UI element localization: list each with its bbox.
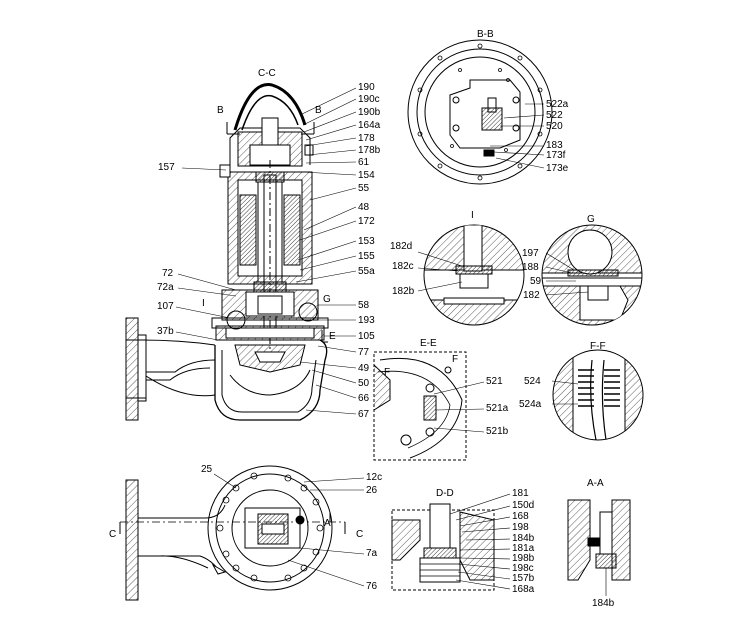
part-label: 150d	[512, 500, 535, 511]
part-label: 55	[358, 183, 370, 194]
part-label: 77	[358, 347, 370, 358]
top-view-drawing	[120, 466, 364, 600]
part-label: 25	[201, 464, 213, 475]
part-label: 164a	[358, 120, 381, 131]
cut-mark-g: G	[323, 294, 331, 305]
part-label: 37b	[157, 326, 174, 337]
part-label: 155	[358, 251, 375, 262]
part-label: 184b	[592, 598, 615, 609]
part-label: 59	[530, 276, 542, 287]
section-title-g: G	[587, 214, 595, 225]
cut-mark-b-right: B	[315, 105, 322, 116]
part-label: 157	[158, 162, 175, 173]
part-label: 58	[358, 300, 370, 311]
part-label: 168	[512, 511, 529, 522]
part-label: 190	[358, 82, 375, 93]
part-label: 168a	[512, 584, 535, 595]
part-label: 198b	[512, 553, 535, 564]
part-label: 178	[358, 133, 375, 144]
part-label: 172	[358, 216, 375, 227]
detail-g-drawing	[542, 225, 642, 326]
section-ff-drawing	[552, 350, 645, 440]
cut-mark-c-left: C	[109, 529, 117, 540]
detail-i-drawing	[418, 225, 524, 330]
cut-mark-i: I	[202, 298, 205, 309]
part-label: 181a	[512, 543, 535, 554]
part-label: 181	[512, 488, 529, 499]
part-label: 72	[162, 268, 174, 279]
part-label: 67	[358, 409, 370, 420]
part-label: 182c	[392, 261, 414, 272]
section-dd-drawing	[392, 494, 510, 590]
section-title-i: I	[471, 210, 474, 221]
part-label: 182b	[392, 286, 415, 297]
part-label: 520	[546, 121, 563, 132]
part-label: 50	[358, 378, 370, 389]
part-label: 178b	[358, 145, 381, 156]
part-label: 66	[358, 393, 370, 404]
part-label: 173f	[546, 150, 566, 161]
part-label: 157b	[512, 573, 535, 584]
leaders-cc-right	[296, 88, 356, 414]
cut-mark-f-right: F	[452, 354, 459, 365]
part-label: 76	[366, 581, 378, 592]
section-title-bb: B-B	[477, 29, 494, 40]
cut-mark-c-right: C	[356, 529, 364, 540]
part-label: 198c	[512, 563, 534, 574]
section-title-aa: A-A	[587, 478, 604, 489]
part-label: 184b	[512, 533, 535, 544]
part-label: 107	[157, 301, 174, 312]
part-label: 188	[522, 262, 539, 273]
part-label: 197	[522, 248, 539, 259]
part-label: 105	[358, 331, 375, 342]
section-title-dd: D-D	[436, 488, 454, 499]
part-label: 55a	[358, 266, 375, 277]
part-label: 524	[524, 376, 541, 387]
part-label: 26	[366, 485, 378, 496]
part-label: 522a	[546, 99, 569, 110]
part-label: 198	[512, 522, 529, 533]
part-label: 153	[358, 236, 375, 247]
part-label: 61	[358, 157, 370, 168]
part-label: 521	[486, 376, 503, 387]
section-bb-drawing	[408, 40, 552, 184]
part-label: 49	[358, 363, 370, 374]
section-aa-drawing	[568, 500, 630, 596]
part-label: 190c	[358, 94, 380, 105]
part-label: 183	[546, 140, 563, 151]
cut-mark-e: E	[329, 331, 336, 342]
cut-mark-b-left: B	[217, 105, 224, 116]
section-title-cc: C-C	[258, 68, 276, 79]
part-label: 524a	[519, 399, 542, 410]
cut-mark-f-left: F	[384, 367, 391, 378]
part-label: 522	[546, 110, 563, 121]
part-label: 72a	[157, 282, 174, 293]
part-label: 521b	[486, 426, 509, 437]
section-ee-drawing	[374, 352, 484, 460]
part-label: 521a	[486, 403, 509, 414]
part-label: 48	[358, 202, 370, 213]
leaders-cc-left	[176, 168, 236, 340]
part-label: 182	[523, 290, 540, 301]
part-label: 193	[358, 315, 375, 326]
part-label: 12c	[366, 472, 383, 483]
part-label: 190b	[358, 107, 381, 118]
cut-mark-a: A	[324, 518, 331, 529]
part-label: 182d	[390, 241, 413, 252]
section-title-ee: E-E	[420, 338, 437, 349]
part-label: 173e	[546, 163, 569, 174]
part-label: 154	[358, 170, 375, 181]
section-title-ff: F-F	[590, 341, 606, 352]
part-label: 7a	[366, 548, 378, 559]
section-cc-drawing	[126, 85, 328, 420]
